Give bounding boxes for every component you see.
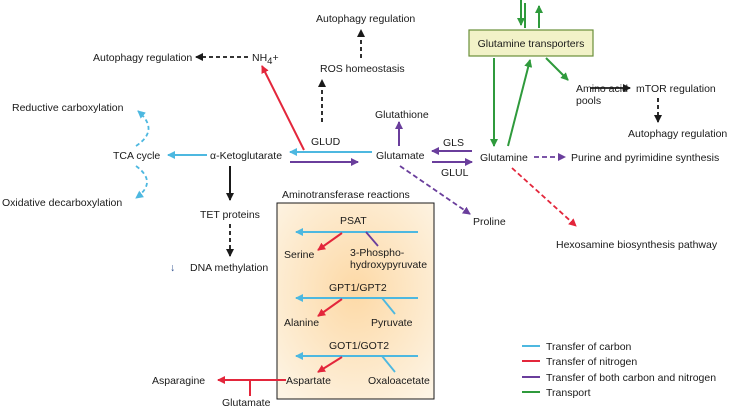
phosphohydroxypyruvate-label-2: hydroxypyruvate (350, 259, 427, 271)
autophagy-regulation-top: Autophagy regulation (316, 13, 415, 25)
dna-methylation-label: DNA methylation (190, 262, 268, 274)
alanine-label: Alanine (284, 317, 319, 329)
gls-label: GLS (443, 137, 464, 149)
glutathione-label: Glutathione (375, 109, 429, 121)
glutamate-to-proline-arrow (399, 165, 471, 215)
glud-to-nh4-arrow (261, 65, 305, 151)
asparagine-label: Asparagine (152, 375, 205, 387)
psat-label: PSAT (340, 215, 367, 227)
glutamine-transporters-label: Glutamine transporters (478, 38, 585, 50)
mtor-regulation-label: mTOR regulation (636, 83, 716, 95)
hexosamine-label: Hexosamine biosynthesis pathway (556, 239, 718, 251)
legend-transport-label: Transport (546, 387, 591, 399)
amino-acid-pools-label-2: pools (576, 95, 601, 107)
psat-input-line (365, 231, 379, 247)
glutamine-transporters-box (468, 29, 594, 57)
psat-nitrogen-arrow (317, 232, 343, 251)
got-input-line (381, 355, 396, 373)
tca-to-reductive-arrow (135, 110, 150, 147)
glutamate-bottom-label: Glutamate (222, 397, 271, 409)
transport-to-amino-pools (545, 57, 569, 81)
legend-carbon-label: Transfer of carbon (546, 341, 632, 353)
autophagy-regulation-right: Autophagy regulation (628, 128, 727, 140)
nh4-label: NH4+ (252, 52, 279, 67)
reductive-carboxylation-label: Reductive carboxylation (12, 102, 124, 114)
aminotransferase-title: Aminotransferase reactions (282, 189, 410, 201)
got-nitrogen-arrow (317, 356, 343, 373)
glul-label: GLUL (441, 167, 469, 179)
glutamine-label: Glutamine (480, 152, 528, 164)
down-arrow-icon: ↓ (170, 262, 175, 274)
aspartate-label: Aspartate (286, 375, 331, 387)
serine-label: Serine (284, 249, 315, 261)
legend-nitrogen-label: Transfer of nitrogen (546, 356, 637, 368)
purine-pyrimidine-label: Purine and pyrimidine synthesis (571, 152, 719, 164)
tet-proteins-label: TET proteins (200, 209, 260, 221)
transport-glutamine-out (507, 59, 533, 147)
proline-label: Proline (473, 216, 506, 228)
tca-to-oxidative-arrow (135, 165, 148, 199)
gpt-nitrogen-arrow (317, 298, 343, 317)
phosphohydroxypyruvate-label-1: 3-Phospho- (350, 247, 405, 259)
ros-homeostasis-label: ROS homeostasis (320, 63, 405, 75)
glutamine-to-hexosamine-arrow (511, 167, 577, 227)
gpt-label: GPT1/GPT2 (329, 282, 387, 294)
tca-cycle-label: TCA cycle (113, 150, 160, 162)
autophagy-regulation-left: Autophagy regulation (93, 52, 192, 64)
glutamate-label: Glutamate (376, 150, 425, 162)
aminotransferase-box (276, 202, 435, 400)
gpt-input-line (381, 297, 396, 315)
oxidative-decarboxylation-label: Oxidative decarboxylation (2, 197, 122, 209)
glud-label: GLUD (311, 136, 341, 148)
alpha-ketoglutarate-label: α-Ketoglutarate (210, 150, 282, 162)
oxaloacetate-label: Oxaloacetate (368, 375, 430, 387)
got-label: GOT1/GOT2 (329, 340, 389, 352)
amino-acid-pools-label-1: Amino acid (576, 83, 628, 95)
pyruvate-label: Pyruvate (371, 317, 413, 329)
legend-both-label: Transfer of both carbon and nitrogen (546, 372, 716, 384)
